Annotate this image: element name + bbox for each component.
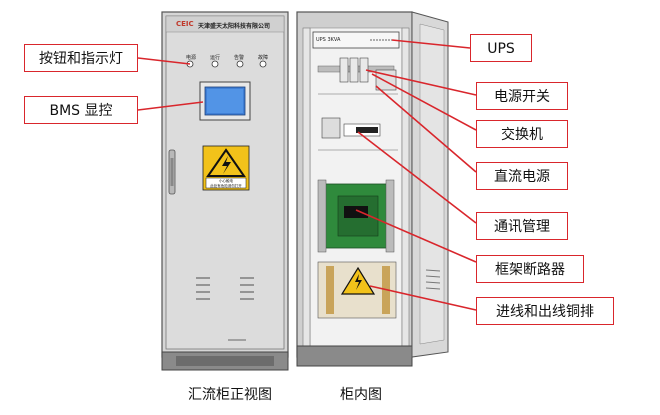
label-dc-power: 直流电源	[476, 162, 568, 190]
label-bms-display: BMS 显控	[24, 96, 138, 124]
label-buttons-indicators: 按钮和指示灯	[24, 44, 138, 72]
ups-panel-text: UPS 3KVA	[316, 37, 341, 43]
label-frame-breaker: 框架断路器	[476, 255, 584, 283]
label-copper-bars: 进线和出线铜排	[476, 297, 614, 325]
indicator-label-2: 运行	[210, 55, 221, 61]
caption-front-view: 汇流柜正视图	[188, 387, 272, 403]
inner-cabinet	[296, 11, 413, 367]
label-power-switch: 电源开关	[476, 82, 568, 110]
label-network-switch: 交换机	[476, 120, 568, 148]
indicator-label-1: 电源	[186, 55, 197, 61]
open-door	[411, 11, 449, 358]
frame-breaker	[317, 179, 395, 253]
front-cabinet	[161, 11, 289, 371]
label-ups: UPS	[470, 34, 532, 62]
caption-interior-view: 柜内图	[340, 387, 382, 403]
indicator-label-3: 告警	[234, 55, 245, 61]
callout-lines	[137, 39, 477, 311]
indicator-lights	[186, 60, 267, 68]
comm-module	[318, 117, 398, 151]
indicator-label-4: 故障	[258, 55, 269, 61]
bms-screen	[199, 81, 251, 121]
front-vents	[196, 277, 254, 300]
company-name: 天津盛天太阳科技有限公司	[198, 23, 271, 30]
warning-sign	[202, 145, 250, 191]
warning-sign-text: 小心触电 此处有危险请勿打开	[210, 179, 242, 188]
label-comm-management: 通讯管理	[476, 212, 568, 240]
brand-logo: CEIC	[176, 20, 194, 28]
